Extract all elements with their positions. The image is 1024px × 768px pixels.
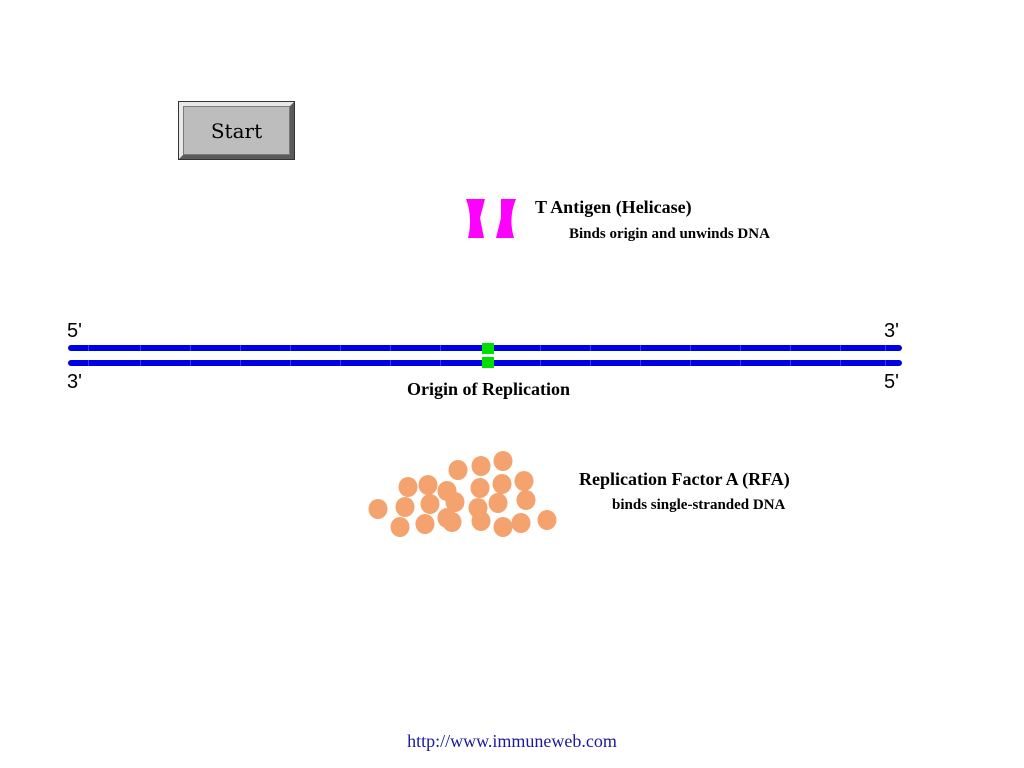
rfa-protein-molecule	[537, 510, 557, 530]
dna-segment-joint	[340, 360, 341, 366]
t-antigen-helicase-shape	[466, 199, 516, 238]
start-button-bevel	[183, 106, 290, 155]
rfa-protein-molecule	[420, 494, 440, 514]
rfa-protein-molecule	[442, 512, 462, 532]
dna-segment-joint	[740, 345, 741, 351]
origin-of-replication-label: Origin of Replication	[407, 379, 570, 399]
top-strand-5-prime-label: 5'	[67, 320, 82, 342]
dna-segment-joint	[590, 360, 591, 366]
dna-segment-joint	[240, 345, 241, 351]
dna-double-helix	[68, 343, 902, 368]
rfa-protein-molecule	[398, 477, 418, 497]
bottom-strand-3-prime-label: 3'	[67, 371, 82, 393]
rfa-protein-molecule	[395, 497, 415, 517]
dna-segment-joint	[88, 360, 89, 366]
bottom-strand-5-prime-label: 5'	[884, 371, 899, 393]
dna-strand-segments	[88, 345, 886, 366]
rfa-protein-molecule	[470, 478, 490, 498]
t-antigen-description: Binds origin and unwinds DNA	[569, 226, 770, 242]
dna-segment-joint	[290, 360, 291, 366]
rfa-protein-molecule	[488, 493, 508, 513]
dna-segment-joint	[88, 345, 89, 351]
rfa-protein-molecule	[514, 471, 534, 491]
origin-marker-bottom	[482, 357, 494, 368]
t-antigen-title: T Antigen (Helicase)	[535, 197, 692, 217]
dna-segment-joint	[640, 360, 641, 366]
dna-segment-joint	[840, 360, 841, 366]
dna-segment-joint	[540, 345, 541, 351]
dna-segment-joint	[740, 360, 741, 366]
dna-segment-joint	[390, 345, 391, 351]
rfa-protein-molecule	[516, 490, 536, 510]
rfa-protein-molecule	[493, 517, 513, 537]
dna-segment-joint	[190, 345, 191, 351]
rfa-protein-cluster	[368, 451, 557, 537]
rfa-protein-molecule	[448, 460, 468, 480]
rfa-title: Replication Factor A (RFA)	[579, 469, 790, 489]
start-button[interactable]: Start	[178, 101, 295, 160]
dna-segment-joint	[885, 360, 886, 366]
dna-segment-joint	[440, 360, 441, 366]
rfa-protein-molecule	[418, 475, 438, 495]
rfa-protein-molecule	[368, 499, 388, 519]
immuneweb-link[interactable]: http://www.immuneweb.com	[407, 731, 617, 751]
rfa-description: binds single-stranded DNA	[612, 497, 786, 513]
rfa-protein-molecule	[492, 474, 512, 494]
dna-segment-joint	[240, 360, 241, 366]
dna-segment-joint	[140, 345, 141, 351]
dna-segment-joint	[790, 360, 791, 366]
dna-segment-joint	[140, 360, 141, 366]
dna-segment-joint	[790, 345, 791, 351]
dna-segment-joint	[640, 345, 641, 351]
dna-segment-joint	[840, 345, 841, 351]
rfa-protein-molecule	[493, 451, 513, 471]
dna-segment-joint	[690, 360, 691, 366]
rfa-protein-molecule	[445, 492, 465, 512]
rfa-protein-molecule	[471, 511, 491, 531]
dna-segment-joint	[440, 345, 441, 351]
top-strand-3-prime-label: 3'	[884, 320, 899, 342]
rfa-protein-molecule	[511, 513, 531, 533]
dna-segment-joint	[340, 345, 341, 351]
rfa-protein-molecule	[390, 517, 410, 537]
dna-segment-joint	[290, 345, 291, 351]
dna-segment-joint	[885, 345, 886, 351]
dna-segment-joint	[540, 360, 541, 366]
origin-marker-top	[482, 343, 494, 354]
dna-segment-joint	[590, 345, 591, 351]
dna-segment-joint	[690, 345, 691, 351]
dna-segment-joint	[390, 360, 391, 366]
start-button-label: Start	[210, 118, 263, 143]
rfa-protein-molecule	[415, 514, 435, 534]
dna-segment-joint	[190, 360, 191, 366]
rfa-protein-molecule	[471, 456, 491, 476]
